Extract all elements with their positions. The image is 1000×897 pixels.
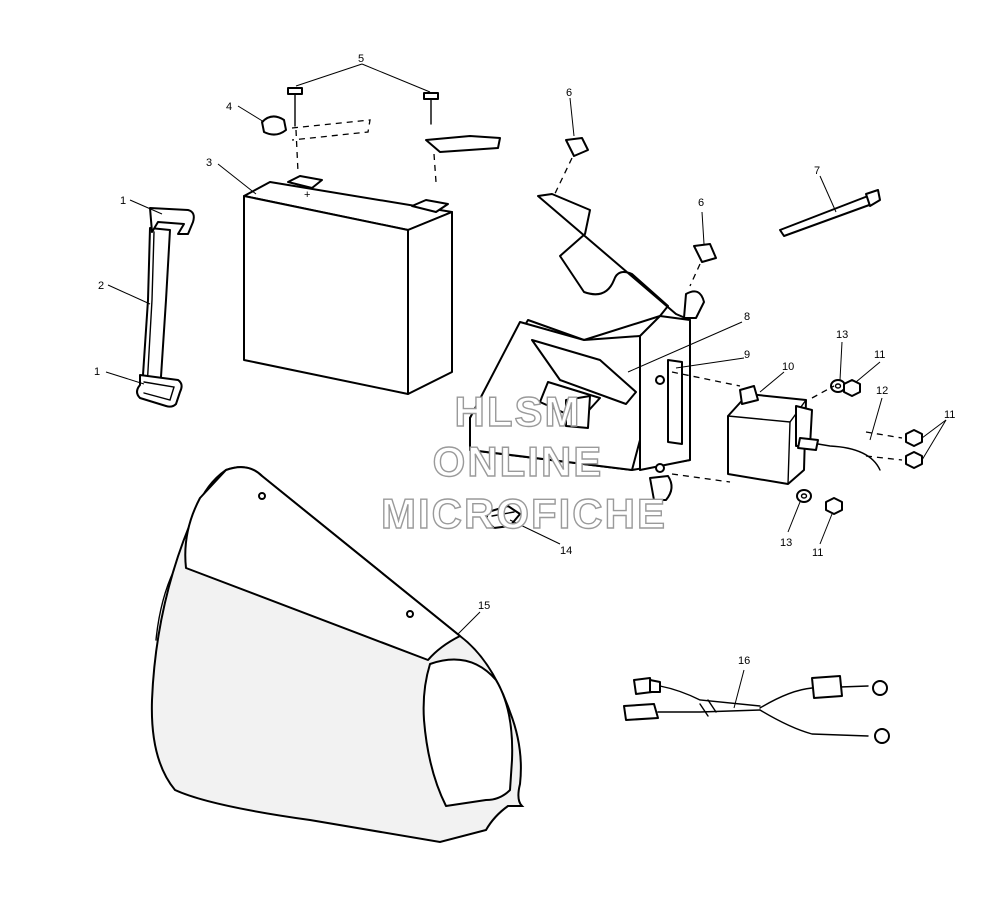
callout-15: 15 — [478, 600, 490, 612]
watermark-line-2: ONLINE — [433, 438, 604, 485]
callout-11-upper: 11 — [874, 349, 885, 361]
nut-right-b — [905, 451, 923, 469]
callout-4: 4 — [226, 101, 232, 113]
callout-8: 8 — [744, 311, 750, 323]
callout-3: 3 — [206, 157, 212, 169]
callout-13-upper: 13 — [836, 329, 848, 341]
battery-polarity-mark: + — [304, 189, 310, 201]
watermark-line-3: MICROFICHE — [381, 490, 667, 537]
charging-harness — [623, 675, 890, 744]
ground-wire — [797, 437, 881, 471]
callout-12: 12 — [876, 385, 888, 397]
speed-nut-lower — [689, 243, 717, 287]
callout-13-lower: 13 — [780, 537, 792, 549]
watermark-line-1: HLSM — [455, 388, 582, 435]
callout-16: 16 — [738, 655, 750, 667]
leader-lines — [105, 63, 947, 709]
callout-1-upper: 1 — [120, 195, 126, 207]
nut-lower — [825, 497, 843, 515]
callout-14: 14 — [560, 545, 572, 557]
battery-box — [469, 193, 741, 501]
callout-2: 2 — [98, 280, 104, 292]
callout-5: 5 — [358, 53, 364, 65]
cable-tie — [779, 189, 881, 237]
terminal-cap — [261, 115, 287, 136]
speed-nut-upper — [549, 137, 589, 205]
watermark: HLSM ONLINE MICROFICHE — [380, 387, 667, 537]
terminal-bolts — [287, 87, 501, 183]
callout-labels: 1 1 2 3 4 5 6 6 7 8 9 10 11 11 11 12 13 … — [94, 53, 955, 667]
callout-9: 9 — [744, 349, 750, 361]
callout-6-upper: 6 — [566, 87, 572, 99]
hold-down-strap — [136, 207, 195, 408]
battery-cover — [150, 466, 525, 844]
nut-upper — [843, 379, 861, 397]
callout-6-lower: 6 — [698, 197, 704, 209]
retaining-clip — [485, 505, 521, 529]
regulator — [727, 385, 813, 485]
callout-7: 7 — [814, 165, 820, 177]
callout-11-lower: 11 — [812, 547, 823, 559]
washer-lower — [796, 489, 812, 503]
callout-11-right: 11 — [944, 409, 955, 421]
callout-10: 10 — [782, 361, 794, 373]
battery: + — [243, 175, 453, 395]
callout-1-lower: 1 — [94, 366, 100, 378]
nut-right-a — [905, 429, 923, 447]
